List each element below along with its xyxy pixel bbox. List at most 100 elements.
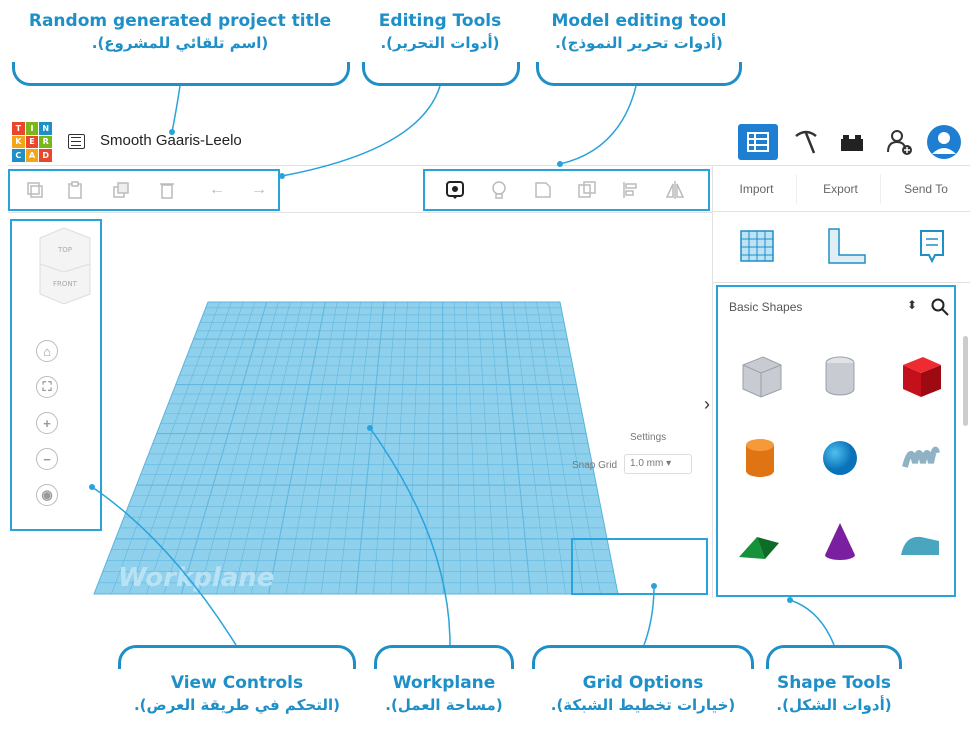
send-to-button[interactable]: Send To <box>904 182 948 196</box>
grid-line <box>338 301 373 595</box>
design-menu-icon[interactable] <box>68 134 85 149</box>
grid-line <box>250 301 314 595</box>
callout-project-title-ar: (اسم تلقائي للمشروع). <box>91 34 269 52</box>
bracket-shape-tools <box>766 645 902 669</box>
callout-model-editing-en: Model editing tool <box>551 11 727 31</box>
grid-line <box>547 301 601 595</box>
bracket-view-controls <box>118 645 356 669</box>
ortho-view-icon[interactable]: ◉ <box>36 484 58 506</box>
pickaxe-icon[interactable] <box>788 124 824 160</box>
grid-line <box>465 301 479 595</box>
shape-list-scrollbar[interactable] <box>963 336 968 426</box>
grid-line <box>454 301 462 595</box>
shape-sphere-icon[interactable] <box>803 418 877 498</box>
callout-view-controls-en: View Controls <box>170 673 304 693</box>
undo-icon[interactable]: ← <box>209 181 225 198</box>
shape-cylinder-hole-icon[interactable] <box>803 336 877 416</box>
callout-shape-tools: Shape Tools (أدوات الشكل). <box>764 672 904 716</box>
bracket-workplane <box>374 645 514 669</box>
callout-editing-tools-ar: (أدوات التحرير). <box>380 34 500 52</box>
grid-line <box>500 301 532 595</box>
home-icon[interactable]: ⌂ <box>36 340 58 362</box>
top-bar: T I N K E R C A D Smooth Gaaris-Leelo <box>8 116 970 166</box>
shape-category-select[interactable]: Basic Shapes ⬍ <box>723 292 923 322</box>
shape-cone-icon[interactable] <box>803 500 877 580</box>
light-bulb-icon[interactable] <box>486 177 512 203</box>
grid-line <box>489 301 514 595</box>
bracket-project-title <box>12 62 350 86</box>
fit-view-icon[interactable]: ⛶ <box>36 376 58 398</box>
callout-grid-options-en: Grid Options <box>582 673 704 693</box>
shape-box-icon[interactable] <box>883 336 957 416</box>
callout-project-title-en: Random generated project title <box>28 11 332 31</box>
callout-model-editing-ar: (أدوات تحرير النموذج). <box>555 34 723 52</box>
snap-grid-select[interactable]: 1.0 mm ▾ <box>624 454 692 474</box>
highlight-view-controls <box>10 219 102 531</box>
project-title[interactable]: Smooth Gaaris-Leelo <box>100 132 242 149</box>
panel-types-row <box>713 213 970 283</box>
redo-icon[interactable]: → <box>251 181 267 198</box>
shape-category-value: Basic Shapes <box>729 300 803 314</box>
group-icon[interactable] <box>530 177 556 203</box>
grid-line <box>524 301 566 595</box>
shape-round-roof-icon[interactable] <box>883 500 957 580</box>
copy-icon[interactable] <box>22 177 48 203</box>
callout-shape-tools-en: Shape Tools <box>776 673 892 693</box>
bricks-icon[interactable] <box>834 124 870 160</box>
highlight-model-tools <box>423 169 710 211</box>
grid-line <box>268 301 326 595</box>
import-button[interactable]: Import <box>717 174 797 204</box>
grid-line <box>442 301 444 595</box>
ruler-icon[interactable] <box>825 227 867 270</box>
highlight-grid-options <box>571 538 708 595</box>
shape-scribble-icon[interactable] <box>883 418 957 498</box>
paste-icon[interactable] <box>62 177 88 203</box>
callout-workplane-en: Workplane <box>392 673 496 693</box>
select-arrows-icon: ⬍ <box>906 298 917 312</box>
highlight-shape-tools <box>716 285 956 597</box>
delete-icon[interactable] <box>154 177 180 203</box>
callout-project-title: Random generated project title (اسم تلقا… <box>10 10 350 54</box>
search-icon[interactable] <box>925 292 955 322</box>
bracket-editing-tools <box>362 62 520 86</box>
grid-line <box>303 301 350 595</box>
grid-line <box>285 301 338 595</box>
export-button[interactable]: Export <box>801 174 881 204</box>
callout-grid-options-ar: (خيارات تخطيط الشبكة). <box>550 696 736 714</box>
snap-grid-label: Snap Grid <box>572 460 618 471</box>
notes-icon[interactable] <box>919 229 945 268</box>
callout-editing-tools: Editing Tools (أدوات التحرير). <box>360 10 520 54</box>
grid-view-icon[interactable] <box>738 124 778 160</box>
ungroup-icon[interactable] <box>574 177 600 203</box>
shape-cylinder-icon[interactable] <box>723 418 797 498</box>
add-user-icon[interactable] <box>882 124 918 160</box>
callout-shape-tools-ar: (أدوات الشكل). <box>776 696 892 714</box>
workplane-label: Workplane <box>118 563 274 593</box>
zoom-in-icon[interactable]: + <box>36 412 58 434</box>
import-export-row: Import Export Send To <box>713 166 970 212</box>
avatar-icon[interactable] <box>924 124 964 160</box>
grid-settings-link[interactable]: Settings <box>630 432 667 443</box>
zoom-out-icon[interactable]: − <box>36 448 58 470</box>
mirror-icon[interactable] <box>662 177 688 203</box>
grid-line <box>233 301 303 595</box>
grid-options: Settings Snap Grid 1.0 mm ▾ <box>568 428 708 478</box>
tinkercad-logo[interactable]: T I N K E R C A D <box>12 122 52 162</box>
callout-model-editing: Model editing tool (أدوات تحرير النموذج)… <box>534 10 744 54</box>
bracket-model-editing <box>536 62 742 86</box>
highlight-editing-tools <box>8 169 280 211</box>
grid-line <box>477 301 497 595</box>
callout-workplane: Workplane (مساحة العمل). <box>372 672 516 716</box>
callout-grid-options: Grid Options (خيارات تخطيط الشبكة). <box>528 672 758 716</box>
shape-roof-icon[interactable] <box>723 500 797 580</box>
view-cube[interactable]: TOP FRONT <box>32 224 98 308</box>
collapse-panel-icon[interactable]: › <box>704 394 710 414</box>
grid-line <box>536 301 584 595</box>
workplane-type-icon[interactable] <box>739 229 775 268</box>
shape-box-hole-icon[interactable] <box>723 336 797 416</box>
align-icon[interactable] <box>618 177 644 203</box>
grid-line <box>320 301 361 595</box>
notes-visibility-icon[interactable] <box>442 177 468 203</box>
snap-grid-value: 1.0 mm <box>630 458 664 469</box>
duplicate-icon[interactable] <box>108 177 134 203</box>
